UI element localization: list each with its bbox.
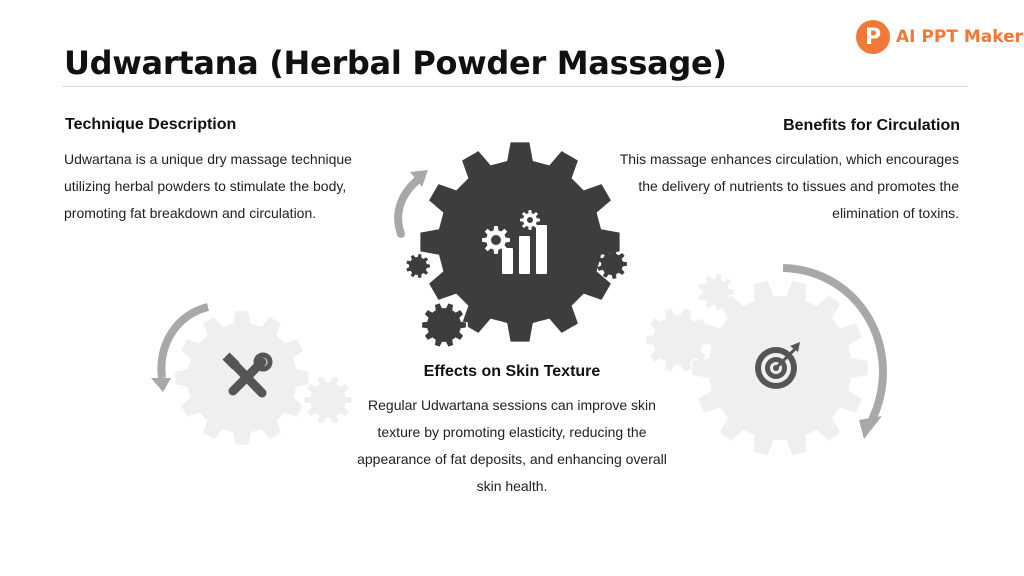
icon-gear-large bbox=[482, 226, 510, 254]
skin-text: Regular Udwartana sessions can improve s… bbox=[357, 397, 667, 494]
icon-gear-small bbox=[520, 210, 540, 230]
brand-logo: P AI PPT Maker bbox=[856, 19, 1023, 55]
left-small-gear-icon bbox=[304, 376, 352, 424]
left-arrow-icon bbox=[157, 303, 210, 379]
top-arrow-icon bbox=[394, 174, 424, 238]
technique-text: Udwartana is a unique dry massage techni… bbox=[64, 151, 352, 221]
chart-gears-icon bbox=[482, 210, 547, 274]
dark-left-gear-icon bbox=[406, 254, 430, 278]
target-icon bbox=[755, 342, 800, 389]
right-arrow-head-icon bbox=[859, 416, 882, 439]
circulation-text: This massage enhances circulation, which… bbox=[619, 151, 959, 221]
page-title: Udwartana (Herbal Powder Massage) bbox=[64, 44, 727, 82]
top-arrow-head-icon bbox=[410, 170, 428, 187]
right-arrow-icon bbox=[782, 264, 887, 422]
logo-text: AI PPT Maker bbox=[896, 27, 1023, 47]
right-tiny-gear-icon bbox=[698, 274, 734, 310]
dark-right-gear-icon bbox=[597, 249, 627, 279]
circulation-heading: Benefits for Circulation bbox=[783, 117, 960, 134]
title-divider bbox=[62, 86, 968, 87]
dark-small-gear-icon-inner bbox=[422, 303, 466, 347]
tools-icon bbox=[222, 352, 273, 398]
skin-heading: Effects on Skin Texture bbox=[423, 363, 601, 380]
technique-heading: Technique Description bbox=[65, 116, 237, 133]
logo-mark-icon: P bbox=[856, 20, 890, 54]
right-small-gear-icon bbox=[646, 308, 710, 372]
left-arrow-head-icon bbox=[151, 378, 171, 392]
